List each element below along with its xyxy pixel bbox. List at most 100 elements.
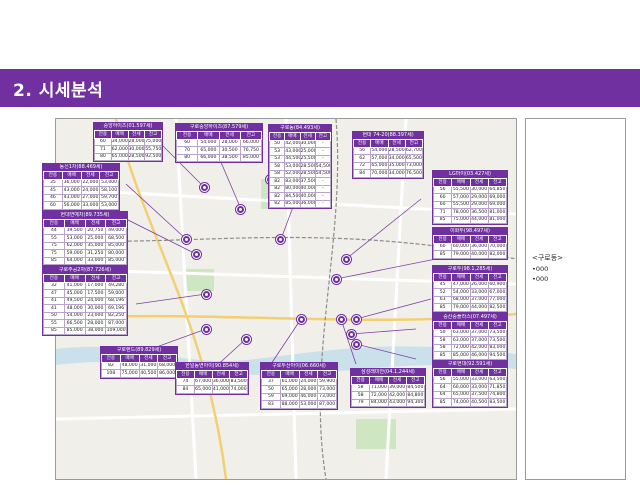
table-cell: 30,000 [469,185,489,194]
table-cell: 46,000 [469,351,489,360]
table-cell: 70,000 [370,169,389,178]
table-cell: 36,500 [469,208,489,217]
table-cell: 87,000 [105,319,127,328]
table-cell: 54,500 [314,162,332,171]
table-cell: - [314,184,332,193]
table-cell: 60,000 [451,242,471,251]
table-cell: 83 [261,400,281,409]
map-pin[interactable] [352,340,361,349]
table-cell: 75 [43,249,65,258]
table-cell: 43,000 [61,186,82,195]
map-pin[interactable] [337,315,346,324]
table-cell: 37,000 [469,295,489,304]
table-cell: 24,000 [80,186,101,195]
table-cell: 58 [432,343,453,352]
map-pin[interactable] [352,315,361,324]
table-cell: 30,500 [218,146,241,155]
table-cell: 17,500 [84,289,107,298]
table-cell: 73,500 [487,328,508,337]
table-cell: 85,000 [105,256,127,265]
callout-title: 구로두산아이(06.660세) [261,363,337,370]
table-header-cell: 전용 [432,368,453,377]
table-cell: 61,000 [279,377,300,386]
map-pin[interactable] [182,235,191,244]
table-cell: 85,000 [63,326,86,335]
table-cell: 64,000 [63,256,86,265]
map-road [384,119,408,479]
table-cell: 65,000 [110,152,129,161]
table-cell: 55 [43,319,65,328]
table-cell: 77,000 [487,295,508,304]
table-cell: 76,750 [239,146,263,155]
callout-title: 한일동연아이(90.854세) [176,363,248,370]
map-pin[interactable] [202,325,211,334]
table-cell: 85 [432,215,453,224]
table-cell: 84,500 [284,192,301,201]
table-header-cell: 전고 [487,178,508,187]
table-header-cell: 전용 [432,273,453,282]
table-cell: 36,000 [61,178,82,187]
table-cell: 30,000 [127,145,146,154]
table-cell: 45,000 [63,289,86,298]
map-pin[interactable] [236,205,245,214]
map-pin[interactable] [342,255,351,264]
table-cell: 26,000 [469,280,489,289]
table-cell: 82 [101,361,121,370]
table-cell: 50 [43,311,65,320]
table-cell: 35,000 [84,241,107,250]
table-cell: 72,000 [369,391,389,400]
table-cell: 63,000 [451,328,471,337]
map-pin[interactable] [297,315,306,324]
table-header-cell: 전용 [43,219,65,228]
map-pin[interactable] [347,330,356,339]
callout-title: 중산중플라스(07.497세) [433,314,507,321]
map-pin[interactable] [276,235,285,244]
table-cell: 83,500 [229,377,248,386]
map-pin[interactable] [202,290,211,299]
table-cell: 71 [432,208,453,217]
map-pin[interactable] [200,183,209,192]
callout-title: 구로현대(92.591세) [433,361,507,368]
table-cell: 67,000 [487,288,508,297]
map-pin[interactable] [332,275,341,284]
table-cell: 54,000 [370,146,389,155]
map-pin[interactable] [192,250,201,259]
table-cell: 34,000 [110,137,129,146]
map-pin[interactable] [242,335,251,344]
table-cell: 58 [350,383,371,392]
table-cell: 62,000 [110,145,129,154]
table-cell: 74,000 [451,398,471,407]
table-header-cell: 매매 [110,130,129,139]
table-header-cell: 전세 [298,370,319,379]
